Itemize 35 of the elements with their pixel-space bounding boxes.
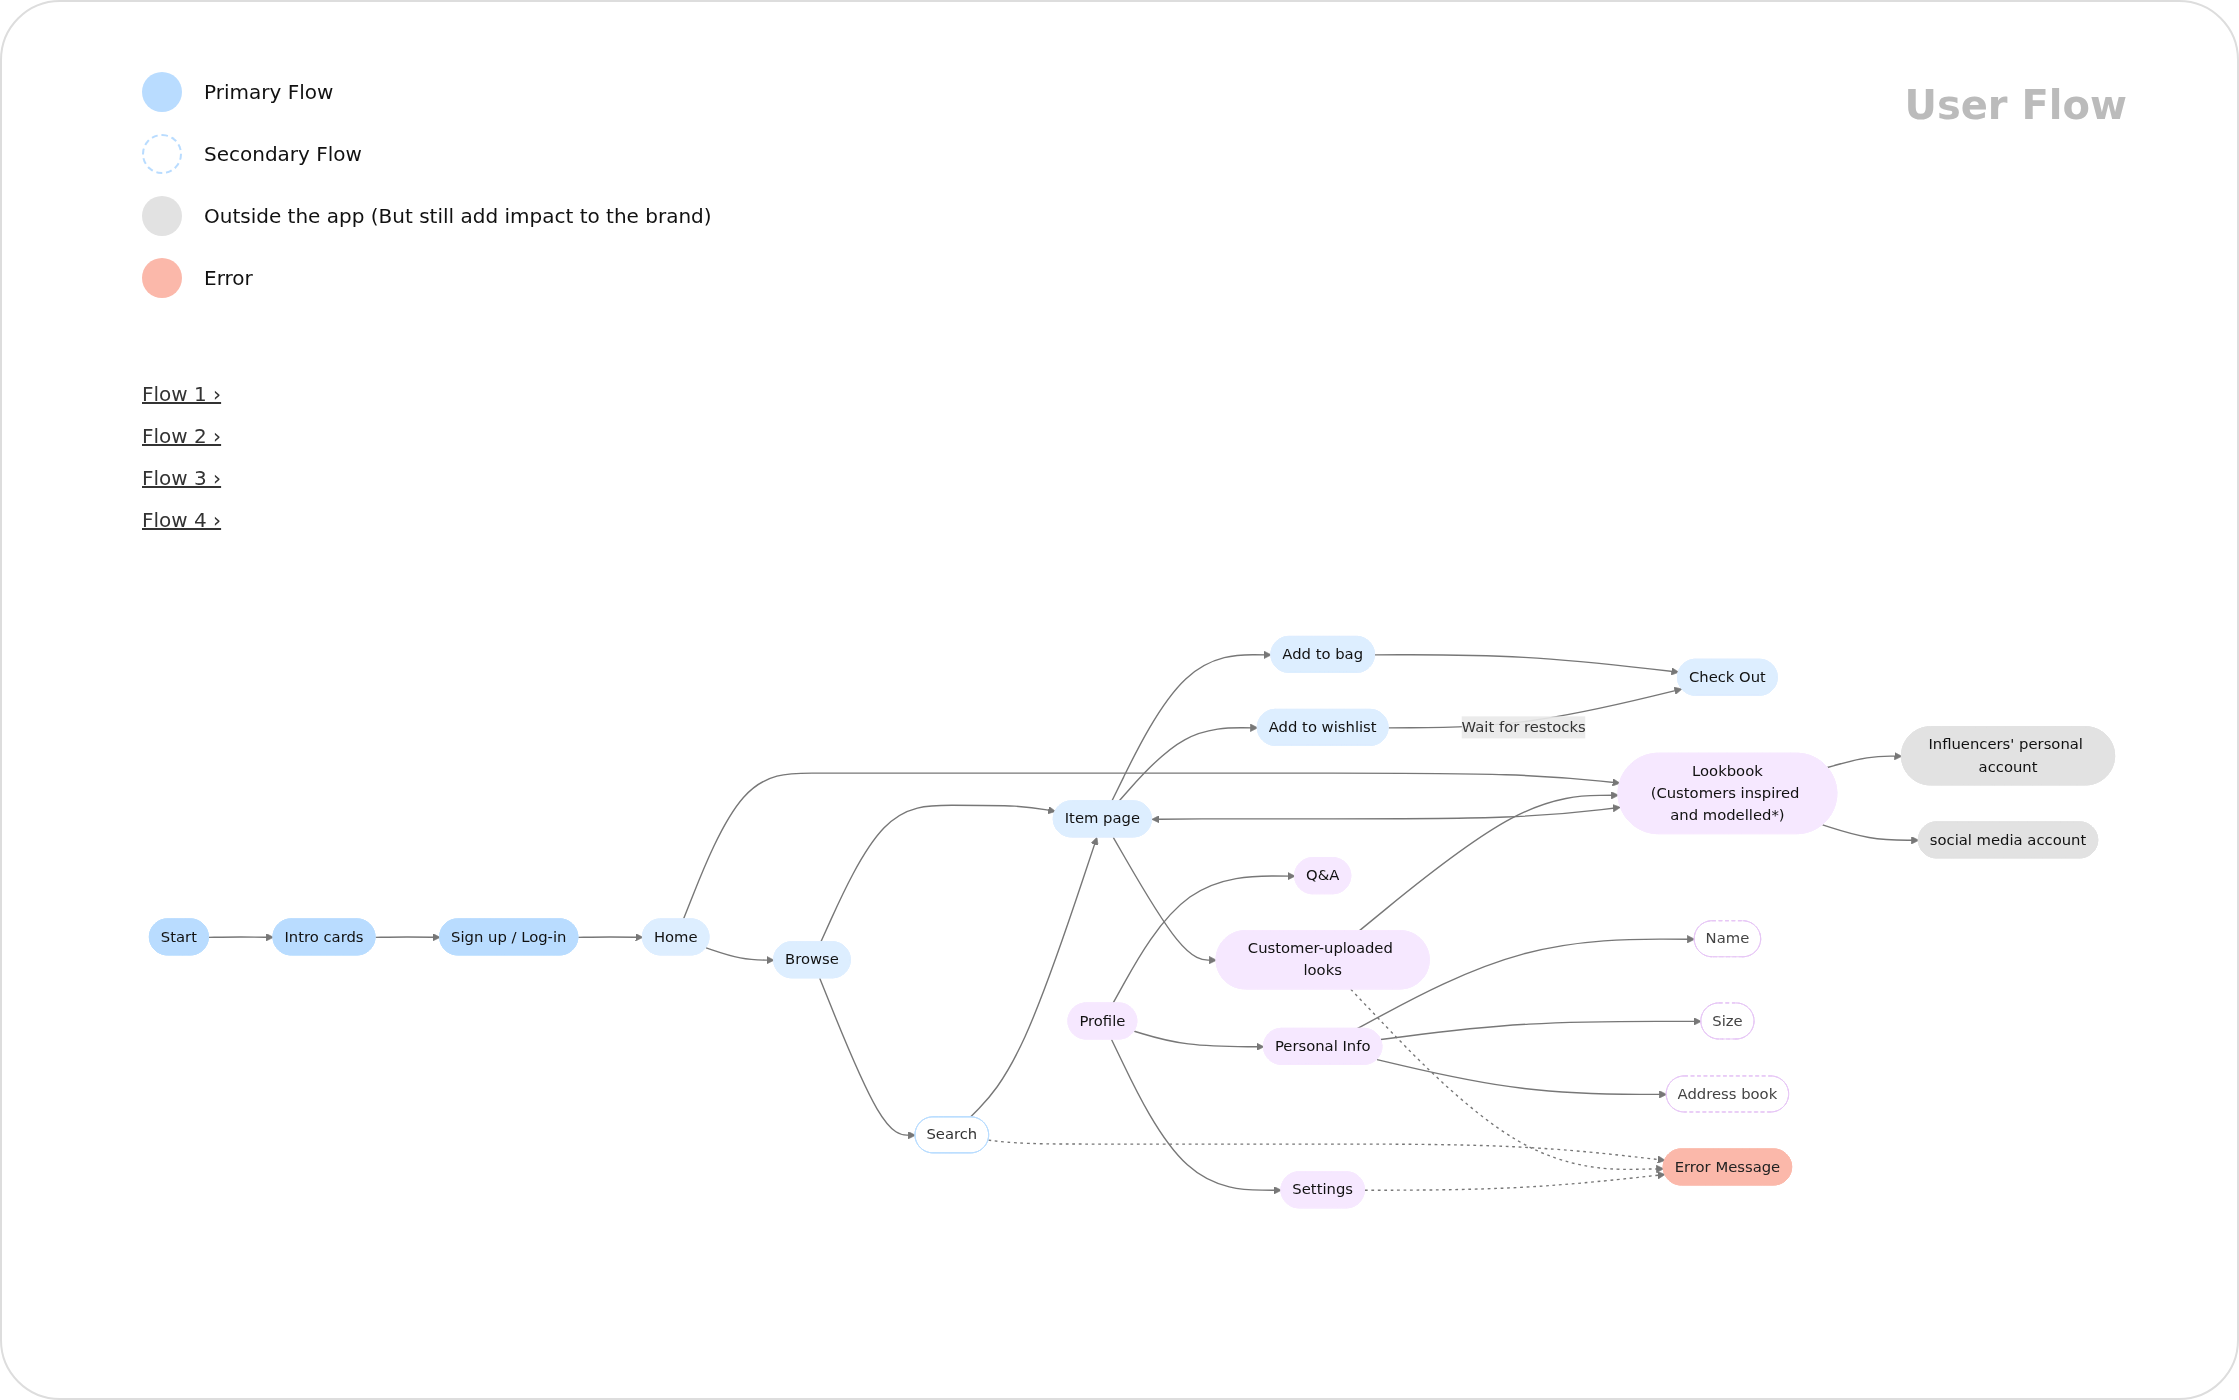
- arrow: [969, 836, 1099, 1118]
- arrow: [1356, 935, 1695, 1030]
- flow-label: Flow 1 ›: [142, 382, 222, 406]
- arrow: [1151, 804, 1621, 824]
- legend-label: Primary Flow: [204, 80, 334, 104]
- legend-label: Error: [204, 266, 253, 290]
- arrow: [820, 804, 1056, 943]
- edge-label: Wait for restocks: [1461, 718, 1586, 736]
- arrow: [987, 1139, 1666, 1164]
- arrow: [1133, 1030, 1265, 1051]
- diagram-title: User Flow: [1904, 82, 2127, 128]
- flow-label: Flow 2 ›: [142, 424, 222, 448]
- arrow: [1374, 653, 1680, 676]
- arrow: [1821, 824, 1920, 845]
- arrow: [1112, 836, 1217, 965]
- legend-label: Outside the app (But still add impact to the brand): [204, 204, 712, 228]
- arrow: [1826, 752, 1903, 769]
- arrow: [1380, 1017, 1702, 1041]
- arrow: [577, 933, 644, 942]
- flow-label: Flow 3 ›: [142, 466, 222, 490]
- arrow: [1364, 1171, 1666, 1191]
- arrow: [1376, 1058, 1667, 1099]
- arrow: [1358, 791, 1619, 932]
- arrow: [1350, 988, 1665, 1173]
- legend-label: Secondary Flow: [204, 142, 362, 166]
- arrow: [1112, 871, 1296, 1004]
- arrow: [682, 772, 1621, 920]
- arrow: [1110, 1038, 1282, 1195]
- arrow: [1118, 723, 1259, 802]
- arrow: [1111, 650, 1272, 802]
- arrow: [705, 947, 775, 965]
- arrow: [819, 977, 916, 1140]
- arrow: [374, 933, 441, 942]
- flow-label: Flow 4 ›: [142, 508, 222, 532]
- arrow: [208, 933, 274, 942]
